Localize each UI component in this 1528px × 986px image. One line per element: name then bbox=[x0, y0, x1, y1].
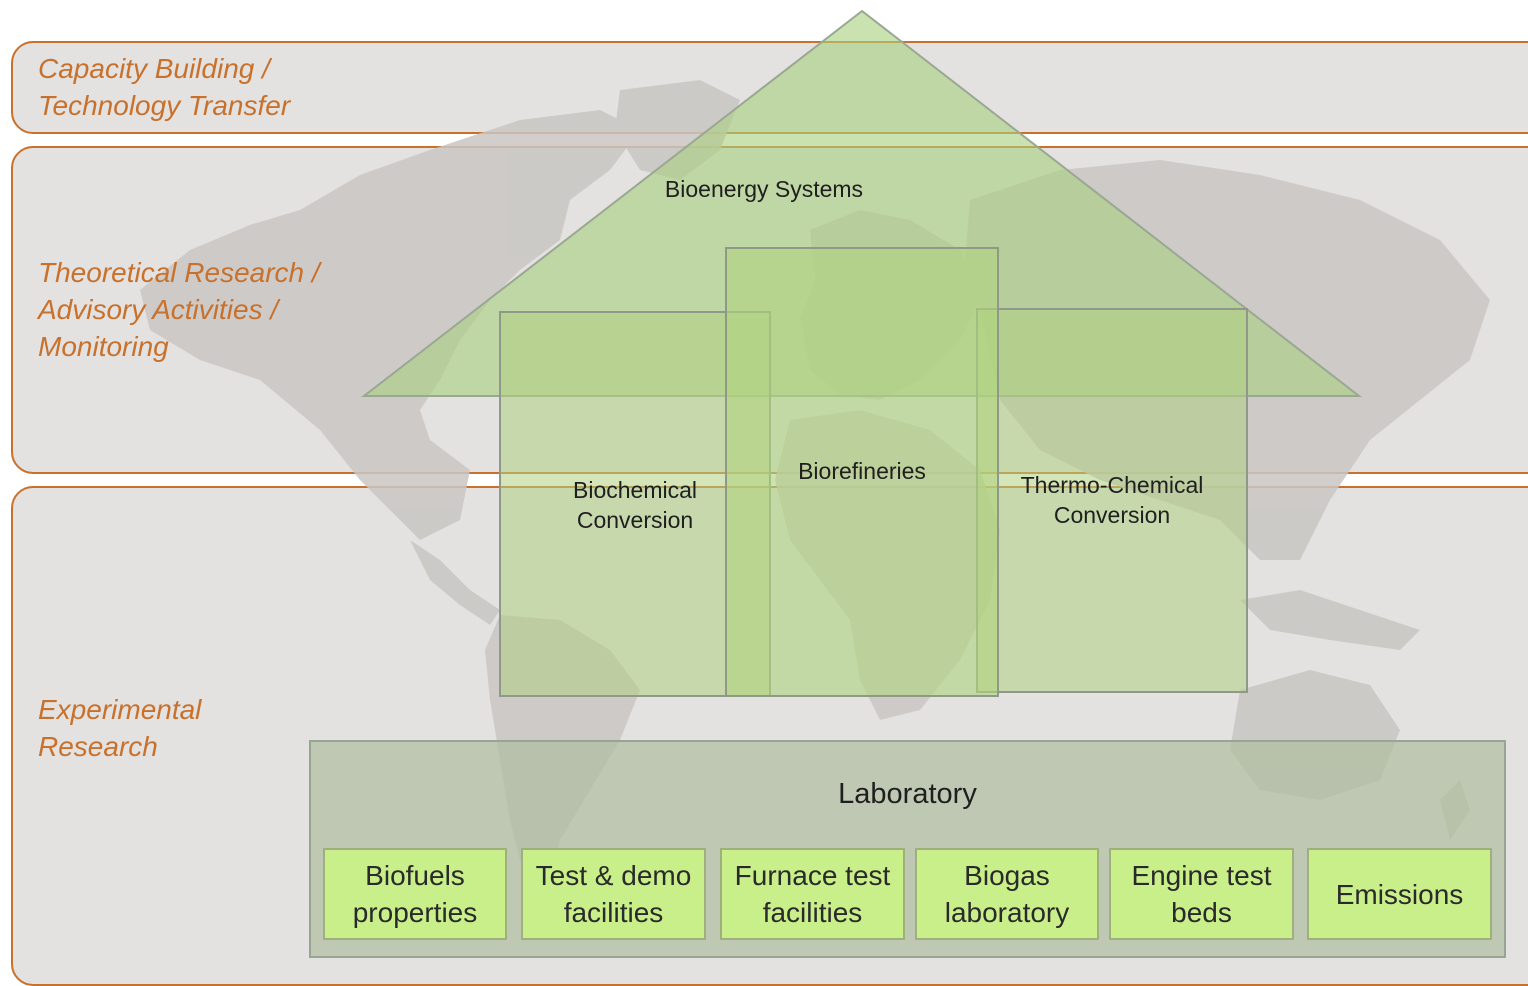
facility-label: Engine test beds bbox=[1131, 860, 1272, 928]
facility-label: Emissions bbox=[1335, 878, 1464, 910]
facility-biofuels-properties: Biofuels properties bbox=[323, 848, 507, 940]
pillar-label-thermochemical: Thermo-Chemical Conversion bbox=[1020, 472, 1204, 528]
facility-test-demo: Test & demo facilities bbox=[521, 848, 706, 940]
facility-label: Furnace test facilities bbox=[734, 860, 891, 928]
facility-label: Test & demo facilities bbox=[535, 860, 692, 928]
pillar-label-biochemical: Biochemical Conversion bbox=[573, 477, 697, 533]
band-label-capacity-building: Capacity Building / Technology Transfer bbox=[38, 53, 291, 121]
facility-label: Biogas laboratory bbox=[944, 860, 1070, 928]
pillar-biorefineries: Biorefineries bbox=[725, 247, 999, 697]
pillar-thermochemical-conversion: Thermo-Chemical Conversion bbox=[976, 308, 1248, 693]
pillar-label-biorefineries: Biorefineries bbox=[798, 458, 926, 484]
facility-label: Biofuels properties bbox=[352, 860, 478, 928]
facility-biogas-laboratory: Biogas laboratory bbox=[915, 848, 1099, 940]
band-label-theoretical-research: Theoretical Research / Advisory Activiti… bbox=[38, 257, 320, 362]
facility-engine-test-beds: Engine test beds bbox=[1109, 848, 1294, 940]
facility-furnace-test: Furnace test facilities bbox=[720, 848, 905, 940]
laboratory-box: Laboratory bbox=[309, 740, 1506, 958]
facility-emissions: Emissions bbox=[1307, 848, 1492, 940]
band-label-experimental-research: Experimental Research bbox=[38, 694, 202, 762]
roof-label-bioenergy-systems: Bioenergy Systems bbox=[664, 176, 864, 202]
laboratory-title: Laboratory bbox=[838, 778, 977, 810]
